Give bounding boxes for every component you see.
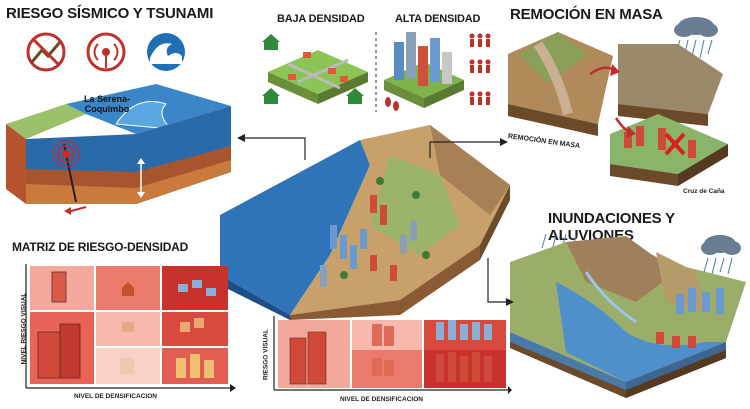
rain-cloud-icon — [674, 17, 718, 59]
rain-cloud-icon — [701, 235, 741, 275]
earthquake-icon — [26, 32, 66, 72]
tsunami-block-diagram — [6, 84, 231, 215]
landslide-diagram — [508, 17, 728, 186]
footprint-icon — [385, 97, 399, 111]
central-city-diagram — [220, 125, 510, 320]
risk-density-matrix — [25, 264, 236, 392]
tsunami-wave-icon — [147, 33, 185, 71]
low-density-title: BAJA DENSIDAD — [277, 13, 365, 25]
matrix-x-label: NIVEL DE DENSIFICACION — [74, 393, 157, 400]
small-risk-matrix — [273, 316, 512, 394]
flood-diagram — [510, 233, 746, 398]
person-icon — [469, 91, 491, 105]
person-icon — [469, 59, 491, 73]
person-icon — [469, 33, 491, 47]
low-density-diagram — [262, 34, 368, 104]
coast-land — [6, 104, 86, 139]
small-matrix-y-label: RIESGO VISUAL — [262, 329, 270, 380]
city-label: La Serena- Coquimbo — [84, 94, 131, 114]
matrix-y-label: NIVEL RIESGO VISUAL — [20, 292, 28, 365]
landslide-title: REMOCIÓN EN MASA — [510, 6, 663, 23]
high-density-diagram — [384, 32, 491, 111]
seismic-signal-icon — [86, 32, 126, 72]
house-icon — [262, 34, 280, 50]
seismic-title: RIESGO SÍSMICO Y TSUNAMI — [6, 5, 214, 22]
matrix-title: MATRIZ DE RIESGO-DENSIDAD — [12, 240, 189, 254]
cruz-de-cana-label: Cruz de Caña — [683, 188, 725, 195]
high-density-title: ALTA DENSIDAD — [395, 13, 481, 25]
seismic-icons — [26, 32, 185, 72]
house-icon — [346, 88, 364, 104]
small-matrix-x-label: NIVEL DE DENSIFICACION — [340, 396, 423, 403]
tsunami-wave — [115, 101, 173, 130]
house-icon — [262, 88, 280, 104]
ocean-area — [220, 140, 370, 315]
